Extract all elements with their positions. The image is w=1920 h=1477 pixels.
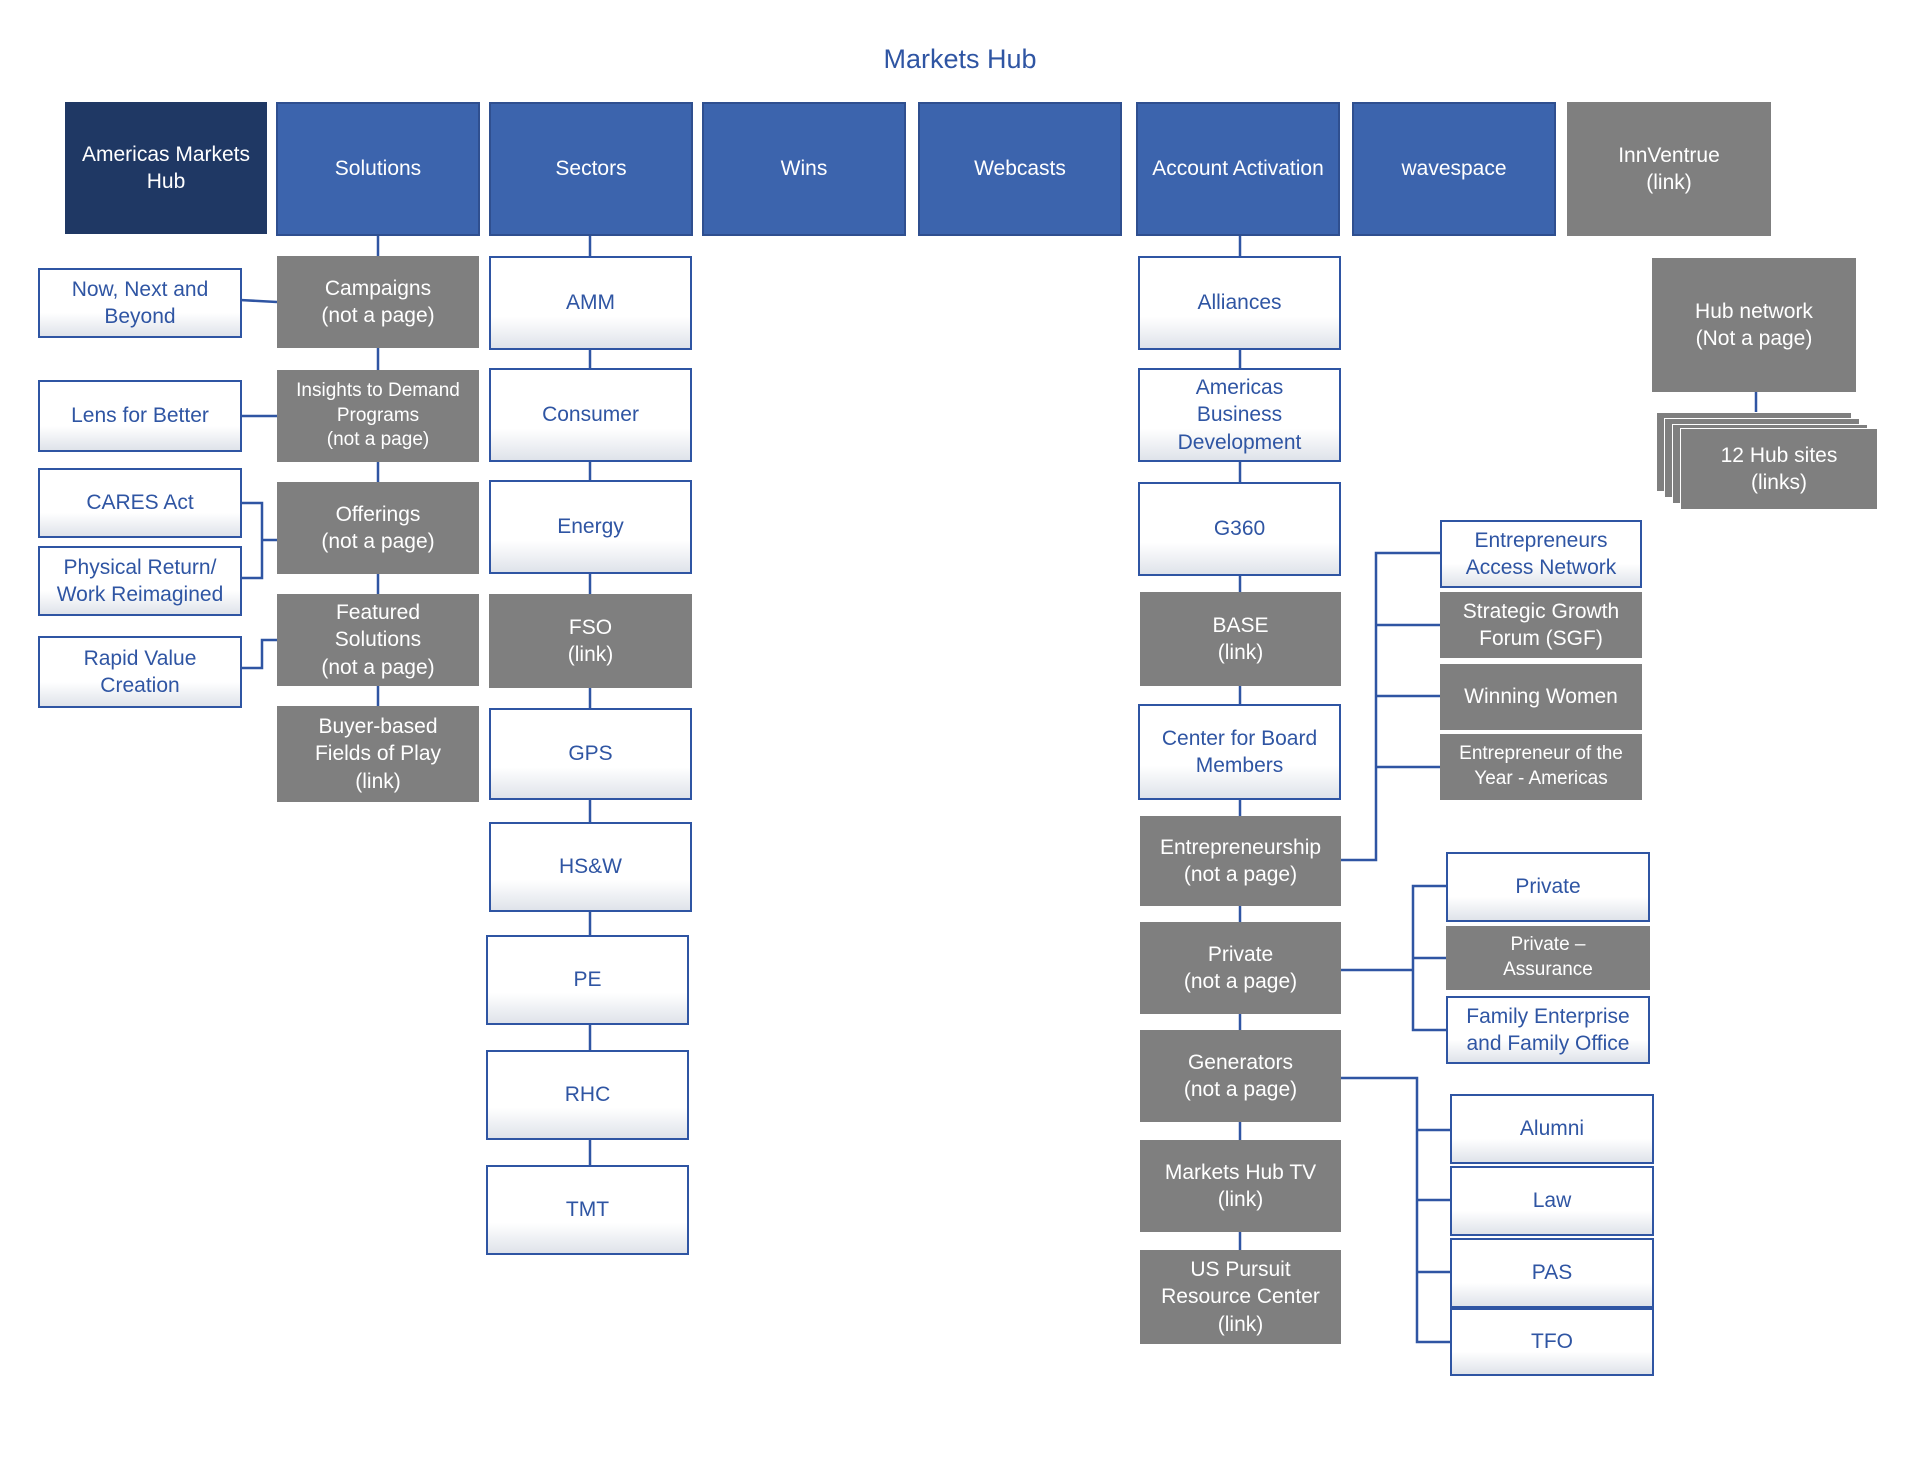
solutions-rapid-value-creation[interactable]: Rapid Value Creation: [38, 636, 242, 708]
sector-rhc[interactable]: RHC: [486, 1050, 689, 1140]
private-family-enterprise[interactable]: Family Enterprise and Family Office: [1446, 996, 1650, 1064]
sector-pe[interactable]: PE: [486, 935, 689, 1025]
hub-network[interactable]: Hub network (Not a page): [1652, 258, 1856, 392]
nav-wavespace[interactable]: wavespace: [1352, 102, 1556, 236]
gen-alumni[interactable]: Alumni: [1450, 1094, 1654, 1164]
aa-alliances[interactable]: Alliances: [1138, 256, 1341, 350]
ent-strategic-growth-forum[interactable]: Strategic Growth Forum (SGF): [1440, 592, 1642, 658]
private-assurance[interactable]: Private – Assurance: [1446, 926, 1650, 990]
nav-wins[interactable]: Wins: [702, 102, 906, 236]
aa-us-pursuit-link[interactable]: US Pursuit Resource Center (link): [1140, 1250, 1341, 1344]
sector-fso-link[interactable]: FSO (link): [489, 594, 692, 688]
page-title: Markets Hub: [883, 44, 1037, 74]
gen-pas[interactable]: PAS: [1450, 1238, 1654, 1308]
sector-energy[interactable]: Energy: [489, 480, 692, 574]
nav-solutions[interactable]: Solutions: [276, 102, 480, 236]
ent-entrepreneurs-access-network[interactable]: Entrepreneurs Access Network: [1440, 520, 1642, 588]
solutions-buyer-based-link[interactable]: Buyer-based Fields of Play (link): [277, 706, 479, 802]
solutions-offerings[interactable]: Offerings (not a page): [277, 482, 479, 574]
aa-markets-hub-tv-link[interactable]: Markets Hub TV (link): [1140, 1140, 1341, 1232]
solutions-lens-for-better[interactable]: Lens for Better: [38, 380, 242, 452]
sector-hsw[interactable]: HS&W: [489, 822, 692, 912]
solutions-cares-act[interactable]: CARES Act: [38, 468, 242, 538]
aa-base-link[interactable]: BASE (link): [1140, 592, 1341, 686]
sector-consumer[interactable]: Consumer: [489, 368, 692, 462]
aa-entrepreneurship[interactable]: Entrepreneurship (not a page): [1140, 816, 1341, 906]
solutions-now-next-beyond[interactable]: Now, Next and Beyond: [38, 268, 242, 338]
solutions-campaigns[interactable]: Campaigns (not a page): [277, 256, 479, 348]
sector-tmt[interactable]: TMT: [486, 1165, 689, 1255]
nav-account-activation[interactable]: Account Activation: [1136, 102, 1340, 236]
aa-g360[interactable]: G360: [1138, 482, 1341, 576]
nav-webcasts[interactable]: Webcasts: [918, 102, 1122, 236]
ent-winning-women[interactable]: Winning Women: [1440, 664, 1642, 730]
gen-tfo[interactable]: TFO: [1450, 1308, 1654, 1376]
sector-gps[interactable]: GPS: [489, 708, 692, 800]
gen-law[interactable]: Law: [1450, 1166, 1654, 1236]
nav-innventrue-link[interactable]: InnVentrue (link): [1567, 102, 1771, 236]
aa-center-for-board-members[interactable]: Center for Board Members: [1138, 704, 1341, 800]
aa-americas-business-development[interactable]: Americas Business Development: [1138, 368, 1341, 462]
solutions-featured[interactable]: Featured Solutions (not a page): [277, 594, 479, 686]
aa-private[interactable]: Private (not a page): [1140, 922, 1341, 1014]
aa-generators[interactable]: Generators (not a page): [1140, 1030, 1341, 1122]
ent-entrepreneur-of-the-year[interactable]: Entrepreneur of the Year - Americas: [1440, 734, 1642, 800]
solutions-physical-return[interactable]: Physical Return/ Work Reimagined: [38, 546, 242, 616]
private-private[interactable]: Private: [1446, 852, 1650, 922]
solutions-insights-to-demand[interactable]: Insights to Demand Programs (not a page): [277, 370, 479, 462]
hub-sites-links[interactable]: 12 Hub sites (links): [1680, 428, 1878, 510]
nav-americas-markets-hub[interactable]: Americas Markets Hub: [65, 102, 267, 234]
sector-amm[interactable]: AMM: [489, 256, 692, 350]
nav-sectors[interactable]: Sectors: [489, 102, 693, 236]
